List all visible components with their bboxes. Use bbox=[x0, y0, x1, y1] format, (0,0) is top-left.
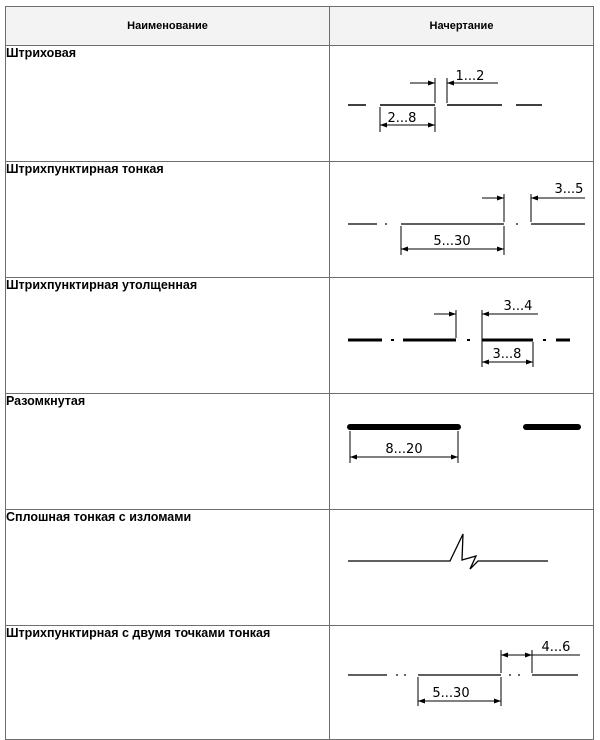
dashed-line-drawing: 1...2 2...8 bbox=[348, 69, 542, 132]
line-drawing: 1...2 2...8 bbox=[329, 45, 594, 162]
dim-label: 5...30 bbox=[433, 234, 470, 249]
line-types-table: Наименование Начертание Штриховая bbox=[5, 6, 594, 740]
dim-label: 2...8 bbox=[388, 111, 417, 126]
header-row: Наименование Начертание bbox=[5, 6, 594, 46]
dim-label: 8...20 bbox=[385, 442, 422, 457]
table-row: Разомкнутая 8...20 bbox=[5, 393, 594, 510]
table-row: Штрихпунктирная тонкая bbox=[5, 161, 594, 278]
table-row: Сплошная тонкая с изломами bbox=[5, 509, 594, 626]
header-drawing: Начертание bbox=[329, 6, 594, 46]
line-drawing: 3...5 5...30 bbox=[329, 161, 594, 278]
dash-dot-thick-line-drawing: 3...4 3...8 bbox=[348, 299, 570, 367]
line-drawing: 8...20 bbox=[329, 393, 594, 510]
zigzag-line-drawing bbox=[348, 533, 548, 570]
dash-dot-thin-line-drawing: 3...5 5...30 bbox=[348, 182, 585, 255]
header-name: Наименование bbox=[5, 6, 330, 46]
line-name: Штриховая bbox=[5, 45, 330, 162]
line-name: Разомкнутая bbox=[5, 393, 330, 510]
dim-label: 3...5 bbox=[555, 182, 584, 197]
table-row: Штрихпунктирная утолщенная bbox=[5, 277, 594, 394]
dim-label: 3...8 bbox=[493, 347, 522, 362]
line-drawing: 3...4 3...8 bbox=[329, 277, 594, 394]
dim-label: 4...6 bbox=[542, 640, 571, 655]
table-row: Штрихпунктирная с двумя точками тонкая bbox=[5, 625, 594, 740]
line-name: Штрихпунктирная утолщенная bbox=[5, 277, 330, 394]
open-line-drawing: 8...20 bbox=[347, 424, 581, 463]
dim-label: 3...4 bbox=[504, 299, 533, 314]
line-name: Сплошная тонкая с изломами bbox=[5, 509, 330, 626]
dim-label: 1...2 bbox=[456, 69, 485, 84]
table-row: Штриховая 1...2 bbox=[5, 45, 594, 162]
line-name: Штрихпунктирная тонкая bbox=[5, 161, 330, 278]
dash-two-dots-line-drawing: 4...6 5...30 bbox=[348, 640, 580, 706]
line-drawing: 4...6 5...30 bbox=[329, 625, 594, 740]
line-drawing bbox=[329, 509, 594, 626]
page: { "table": { "headers": { "name": "Наиме… bbox=[5, 6, 594, 740]
dim-label: 5...30 bbox=[432, 686, 469, 701]
line-name: Штрихпунктирная с двумя точками тонкая bbox=[5, 625, 330, 740]
